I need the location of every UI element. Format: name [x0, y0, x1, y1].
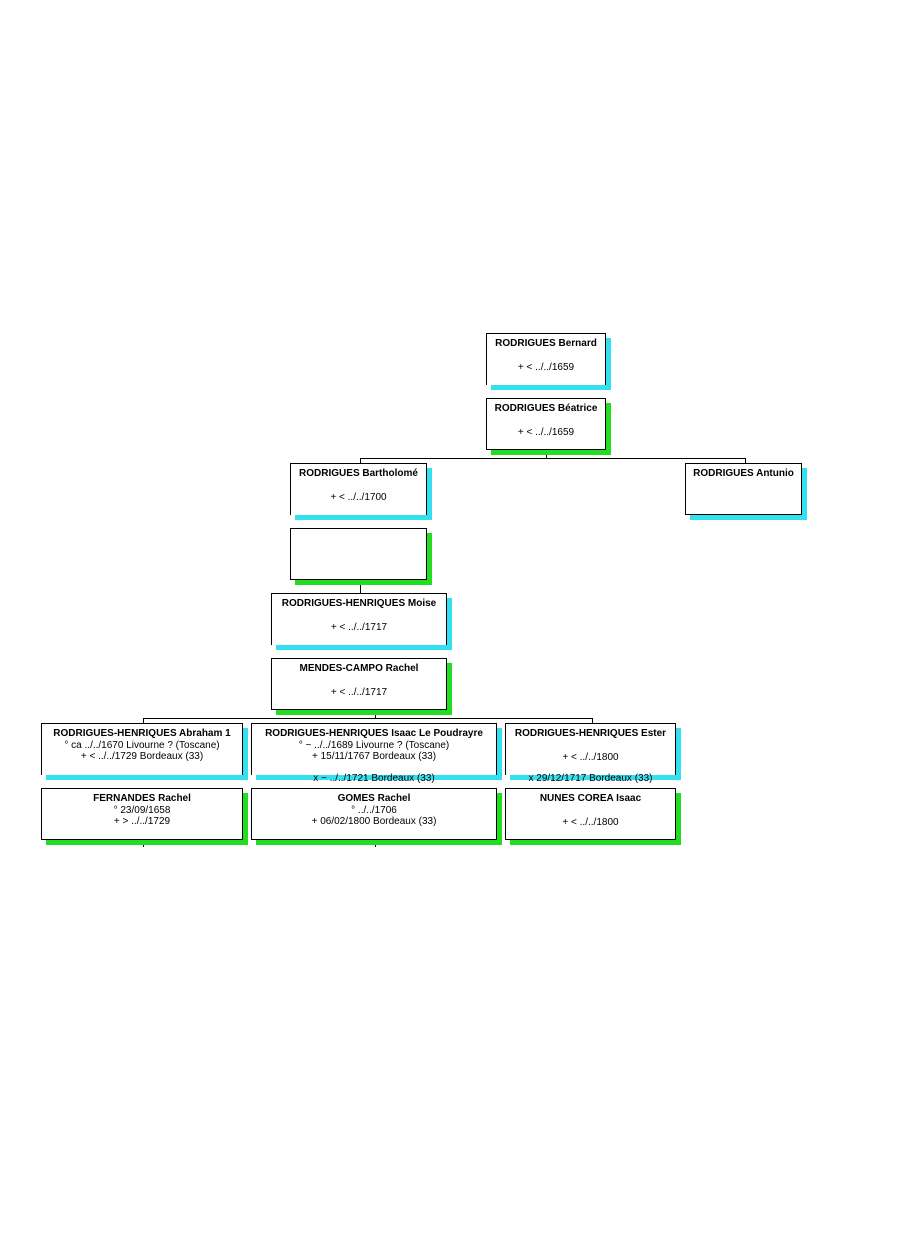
- connector: [143, 718, 144, 724]
- person-death: + < ../../1729 Bordeaux (33): [80, 751, 204, 762]
- connector: [143, 840, 144, 847]
- person-birth: ° ~ ../../1689 Livourne ? (Toscane): [298, 739, 450, 751]
- person-name: RODRIGUES-HENRIQUES Ester: [514, 728, 667, 739]
- person-death: + > ../../1729: [113, 816, 171, 827]
- connector: [143, 718, 592, 719]
- person-name: MENDES-CAMPO Rachel: [299, 663, 419, 674]
- person-box-bernard[interactable]: RODRIGUES Bernard + < ../../1659: [486, 333, 606, 385]
- person-death: + < ../../1659: [517, 361, 575, 373]
- person-death: + 15/11/1767 Bordeaux (33): [311, 751, 437, 762]
- connector: [360, 458, 361, 464]
- person-death: + < ../../1717: [330, 621, 388, 633]
- person-name: FERNANDES Rachel: [93, 793, 191, 804]
- person-birth: ° ../../1706: [351, 804, 397, 816]
- person-name: RODRIGUES-HENRIQUES Moise: [281, 598, 437, 609]
- person-name: RODRIGUES Bernard: [495, 338, 597, 349]
- person-name: RODRIGUES-HENRIQUES Isaac Le Poudrayre: [265, 728, 483, 739]
- person-name: NUNES COREA Isaac: [539, 793, 642, 804]
- marriage-text: x 29/12/1717 Bordeaux (33): [528, 773, 653, 784]
- person-box-nunes-corea-isaac[interactable]: NUNES COREA Isaac + < ../../1800: [505, 788, 676, 840]
- person-box-bartholome[interactable]: RODRIGUES Bartholomé + < ../../1700: [290, 463, 427, 515]
- person-birth: ° ca ../../1670 Livourne ? (Toscane): [64, 739, 220, 751]
- person-box-abraham[interactable]: RODRIGUES-HENRIQUES Abraham 1 ° ca ../..…: [41, 723, 243, 775]
- person-box-isaac-le-poudrayre[interactable]: RODRIGUES-HENRIQUES Isaac Le Poudrayre °…: [251, 723, 497, 775]
- person-death: + < ../../1717: [330, 686, 388, 698]
- person-box-antunio[interactable]: RODRIGUES Antunio: [685, 463, 802, 515]
- person-name: GOMES Rachel: [337, 793, 411, 804]
- person-box-moise[interactable]: RODRIGUES-HENRIQUES Moise + < ../../1717: [271, 593, 447, 645]
- person-name: RODRIGUES Béatrice: [494, 403, 598, 414]
- person-death: + 06/02/1800 Bordeaux (33): [311, 816, 437, 827]
- person-death: + < ../../1800: [562, 816, 619, 828]
- connector: [592, 718, 593, 724]
- person-death: + < ../../1659: [517, 426, 575, 438]
- person-box-mendes-campo-rachel[interactable]: MENDES-CAMPO Rachel + < ../../1717: [271, 658, 447, 710]
- marriage-text: x ~ ../../1721 Bordeaux (33): [313, 773, 435, 784]
- person-box-gomes-rachel[interactable]: GOMES Rachel ° ../../1706 + 06/02/1800 B…: [251, 788, 497, 840]
- person-box-unknown-spouse[interactable]: [290, 528, 427, 580]
- person-name: RODRIGUES-HENRIQUES Abraham 1: [53, 728, 231, 739]
- person-box-beatrice[interactable]: RODRIGUES Béatrice + < ../../1659: [486, 398, 606, 450]
- connector: [360, 580, 361, 594]
- connector: [745, 458, 746, 464]
- connector: [375, 840, 376, 847]
- person-box-ester[interactable]: RODRIGUES-HENRIQUES Ester + < ../../1800: [505, 723, 676, 775]
- connector: [546, 450, 547, 459]
- person-death: + < ../../1800: [562, 751, 619, 763]
- person-name: RODRIGUES Bartholomé: [299, 468, 418, 479]
- person-box-fernandes-rachel[interactable]: FERNANDES Rachel ° 23/09/1658 + > ../../…: [41, 788, 243, 840]
- person-death: + < ../../1700: [330, 491, 387, 503]
- person-birth: ° 23/09/1658: [113, 804, 171, 816]
- person-name: RODRIGUES Antunio: [693, 468, 794, 479]
- connector: [360, 458, 745, 459]
- connector: [375, 710, 376, 719]
